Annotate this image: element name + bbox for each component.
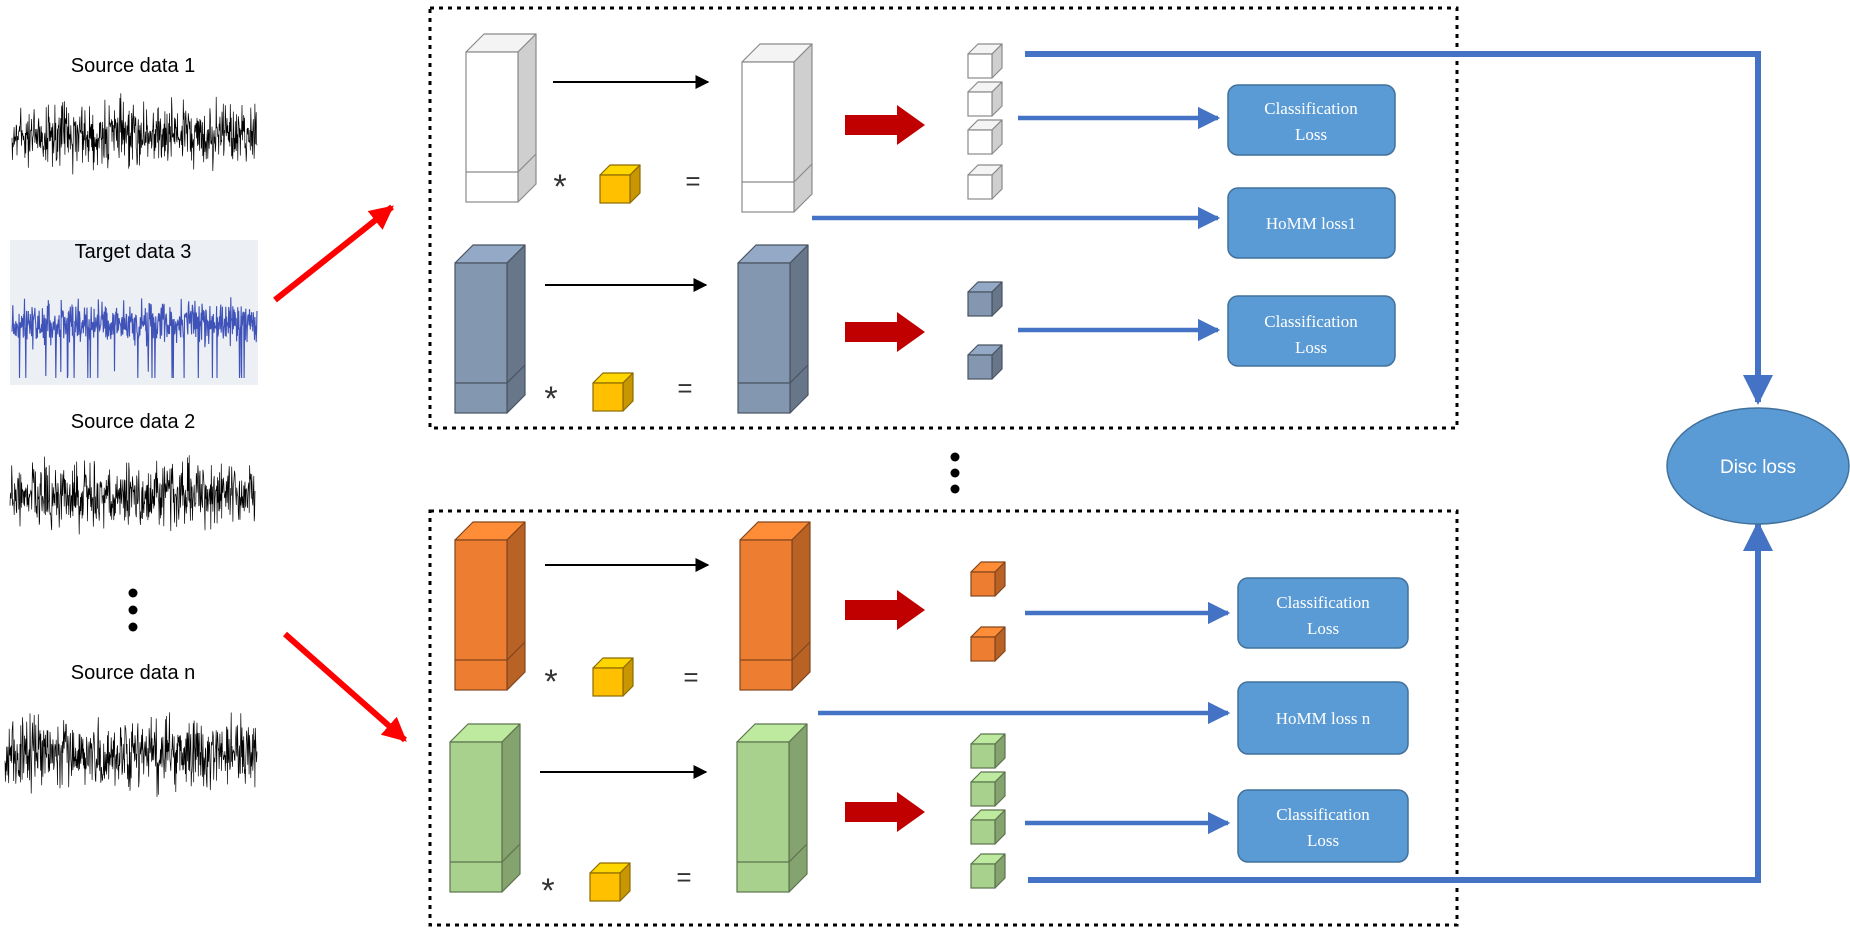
- homm-loss-1-box: [1227, 187, 1396, 259]
- homm-loss-n-label: HoMM loss n: [1276, 709, 1371, 728]
- input-arrow-upper: [273, 204, 394, 303]
- input-arrow-lower: [283, 631, 407, 743]
- classification-loss-2: Classification Loss: [1227, 295, 1396, 367]
- homm-loss-n-box: [1237, 681, 1409, 755]
- signal-source-1: Source data 1: [11, 55, 258, 175]
- classification-loss-3: Classification Loss: [1237, 577, 1409, 649]
- white-feature-cube-4: [967, 164, 1003, 200]
- classification-loss-2-line2: Loss: [1295, 338, 1327, 357]
- loss-connectors: [812, 51, 1773, 883]
- source-data-2-label: Source data 2: [71, 411, 196, 433]
- classification-loss-2-line1: Classification: [1264, 312, 1358, 331]
- source-data-n-label: Source data n: [71, 662, 196, 684]
- white-output-block: [741, 43, 813, 213]
- orange-output-block: [739, 521, 811, 691]
- green-conv-operator: *: [541, 872, 554, 910]
- classification-loss-1: Classification Loss: [1227, 84, 1396, 156]
- classification-loss-1-box: [1227, 84, 1396, 156]
- classification-loss-4-line1: Classification: [1276, 805, 1370, 824]
- disc-loss: Disc loss: [1666, 407, 1850, 525]
- source-data-n-waveform: [4, 712, 258, 797]
- green-red-arrow: [845, 792, 925, 832]
- green-kernel-cube: [589, 862, 631, 902]
- white-feature-cube-1: [967, 43, 1003, 79]
- signal-ellipsis: [128, 588, 138, 632]
- signal-source-2: Source data 2: [9, 411, 256, 535]
- homm-loss-n: HoMM loss n: [1237, 681, 1409, 755]
- slate-conv-operator: *: [544, 380, 557, 418]
- orange-feature-cube-2: [970, 626, 1006, 662]
- classification-loss-1-line1: Classification: [1264, 99, 1358, 118]
- slate-red-arrow: [845, 312, 925, 352]
- slate-stream: * =: [454, 244, 1003, 418]
- classification-loss-2-box: [1227, 295, 1396, 367]
- source-data-1-waveform: [11, 93, 258, 175]
- green-equals-operator: =: [676, 862, 691, 892]
- slate-feature-cube-1: [967, 281, 1003, 317]
- classification-loss-1-line2: Loss: [1295, 125, 1327, 144]
- classification-loss-3-box: [1237, 577, 1409, 649]
- white-conv-operator: *: [553, 168, 566, 206]
- slate-output-block: [737, 244, 809, 414]
- disc-loss-ellipse: [1666, 407, 1850, 525]
- orange-kernel-cube: [592, 657, 634, 697]
- orange-input-block: [454, 521, 526, 691]
- slate-kernel-cube: [592, 372, 634, 412]
- orange-red-arrow: [845, 590, 925, 630]
- signal-target-3: Target data 3: [10, 240, 258, 385]
- classification-loss-3-line2: Loss: [1307, 619, 1339, 638]
- target-data-3-waveform: [11, 297, 258, 379]
- classification-loss-3-line1: Classification: [1276, 593, 1370, 612]
- green-feature-cube-1: [970, 733, 1006, 769]
- homm-loss-1: HoMM loss1: [1227, 187, 1396, 259]
- green-feature-cube-2: [970, 771, 1006, 807]
- classification-loss-4: Classification Loss: [1237, 789, 1409, 863]
- green-input-block: [449, 723, 521, 893]
- orange-conv-operator: *: [544, 663, 557, 701]
- target-data-3-label: Target data 3: [75, 241, 192, 263]
- homm-loss-1-label: HoMM loss1: [1266, 214, 1356, 233]
- white-feature-cube-2: [967, 81, 1003, 117]
- signal-source-n: Source data n: [4, 662, 258, 797]
- slate-input-block: [454, 244, 526, 414]
- white-equals-operator: =: [685, 166, 700, 196]
- network-ellipsis: [950, 452, 960, 494]
- slate-feature-cube-2: [967, 344, 1003, 380]
- white-red-arrow: [845, 105, 925, 145]
- classification-loss-4-box: [1237, 789, 1409, 863]
- orange-stream: * =: [454, 521, 1006, 701]
- disc-loss-label: Disc loss: [1720, 457, 1796, 478]
- green-output-block: [736, 723, 808, 893]
- arrow-top-to-disc-loss: [1025, 51, 1773, 405]
- white-stream: * =: [465, 33, 1003, 213]
- white-feature-cube-3: [967, 119, 1003, 155]
- arrow-bottom-to-disc-loss: [1028, 521, 1773, 883]
- white-kernel-cube: [599, 164, 641, 204]
- orange-equals-operator: =: [683, 662, 698, 692]
- classification-loss-4-line2: Loss: [1307, 831, 1339, 850]
- white-input-block: [465, 33, 537, 203]
- orange-feature-cube-1: [970, 561, 1006, 597]
- green-feature-cube-4: [970, 853, 1006, 889]
- green-feature-cube-3: [970, 809, 1006, 845]
- source-data-1-label: Source data 1: [71, 55, 196, 77]
- green-stream: * =: [449, 723, 1006, 910]
- source-data-2-waveform: [9, 455, 256, 535]
- upper-network-group: [428, 6, 1459, 430]
- lower-network-group: [428, 509, 1459, 927]
- slate-equals-operator: =: [677, 373, 692, 403]
